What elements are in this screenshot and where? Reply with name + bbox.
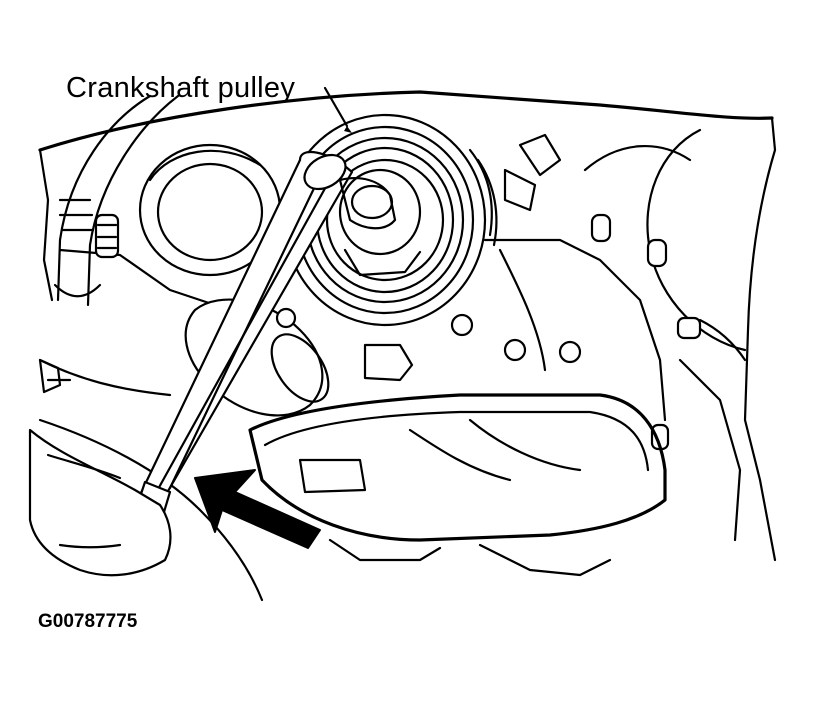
callout-leader bbox=[323, 86, 352, 133]
figure-id: G00787775 bbox=[38, 611, 138, 632]
timing-cover bbox=[363, 133, 702, 451]
lower-bracket bbox=[678, 318, 747, 542]
rotation-arrow bbox=[194, 469, 321, 549]
callout-label: Crankshaft pulley bbox=[66, 72, 296, 104]
hoses bbox=[53, 94, 180, 307]
hand bbox=[28, 358, 172, 577]
breaker-bar bbox=[136, 150, 397, 514]
oil-pan bbox=[248, 393, 667, 577]
